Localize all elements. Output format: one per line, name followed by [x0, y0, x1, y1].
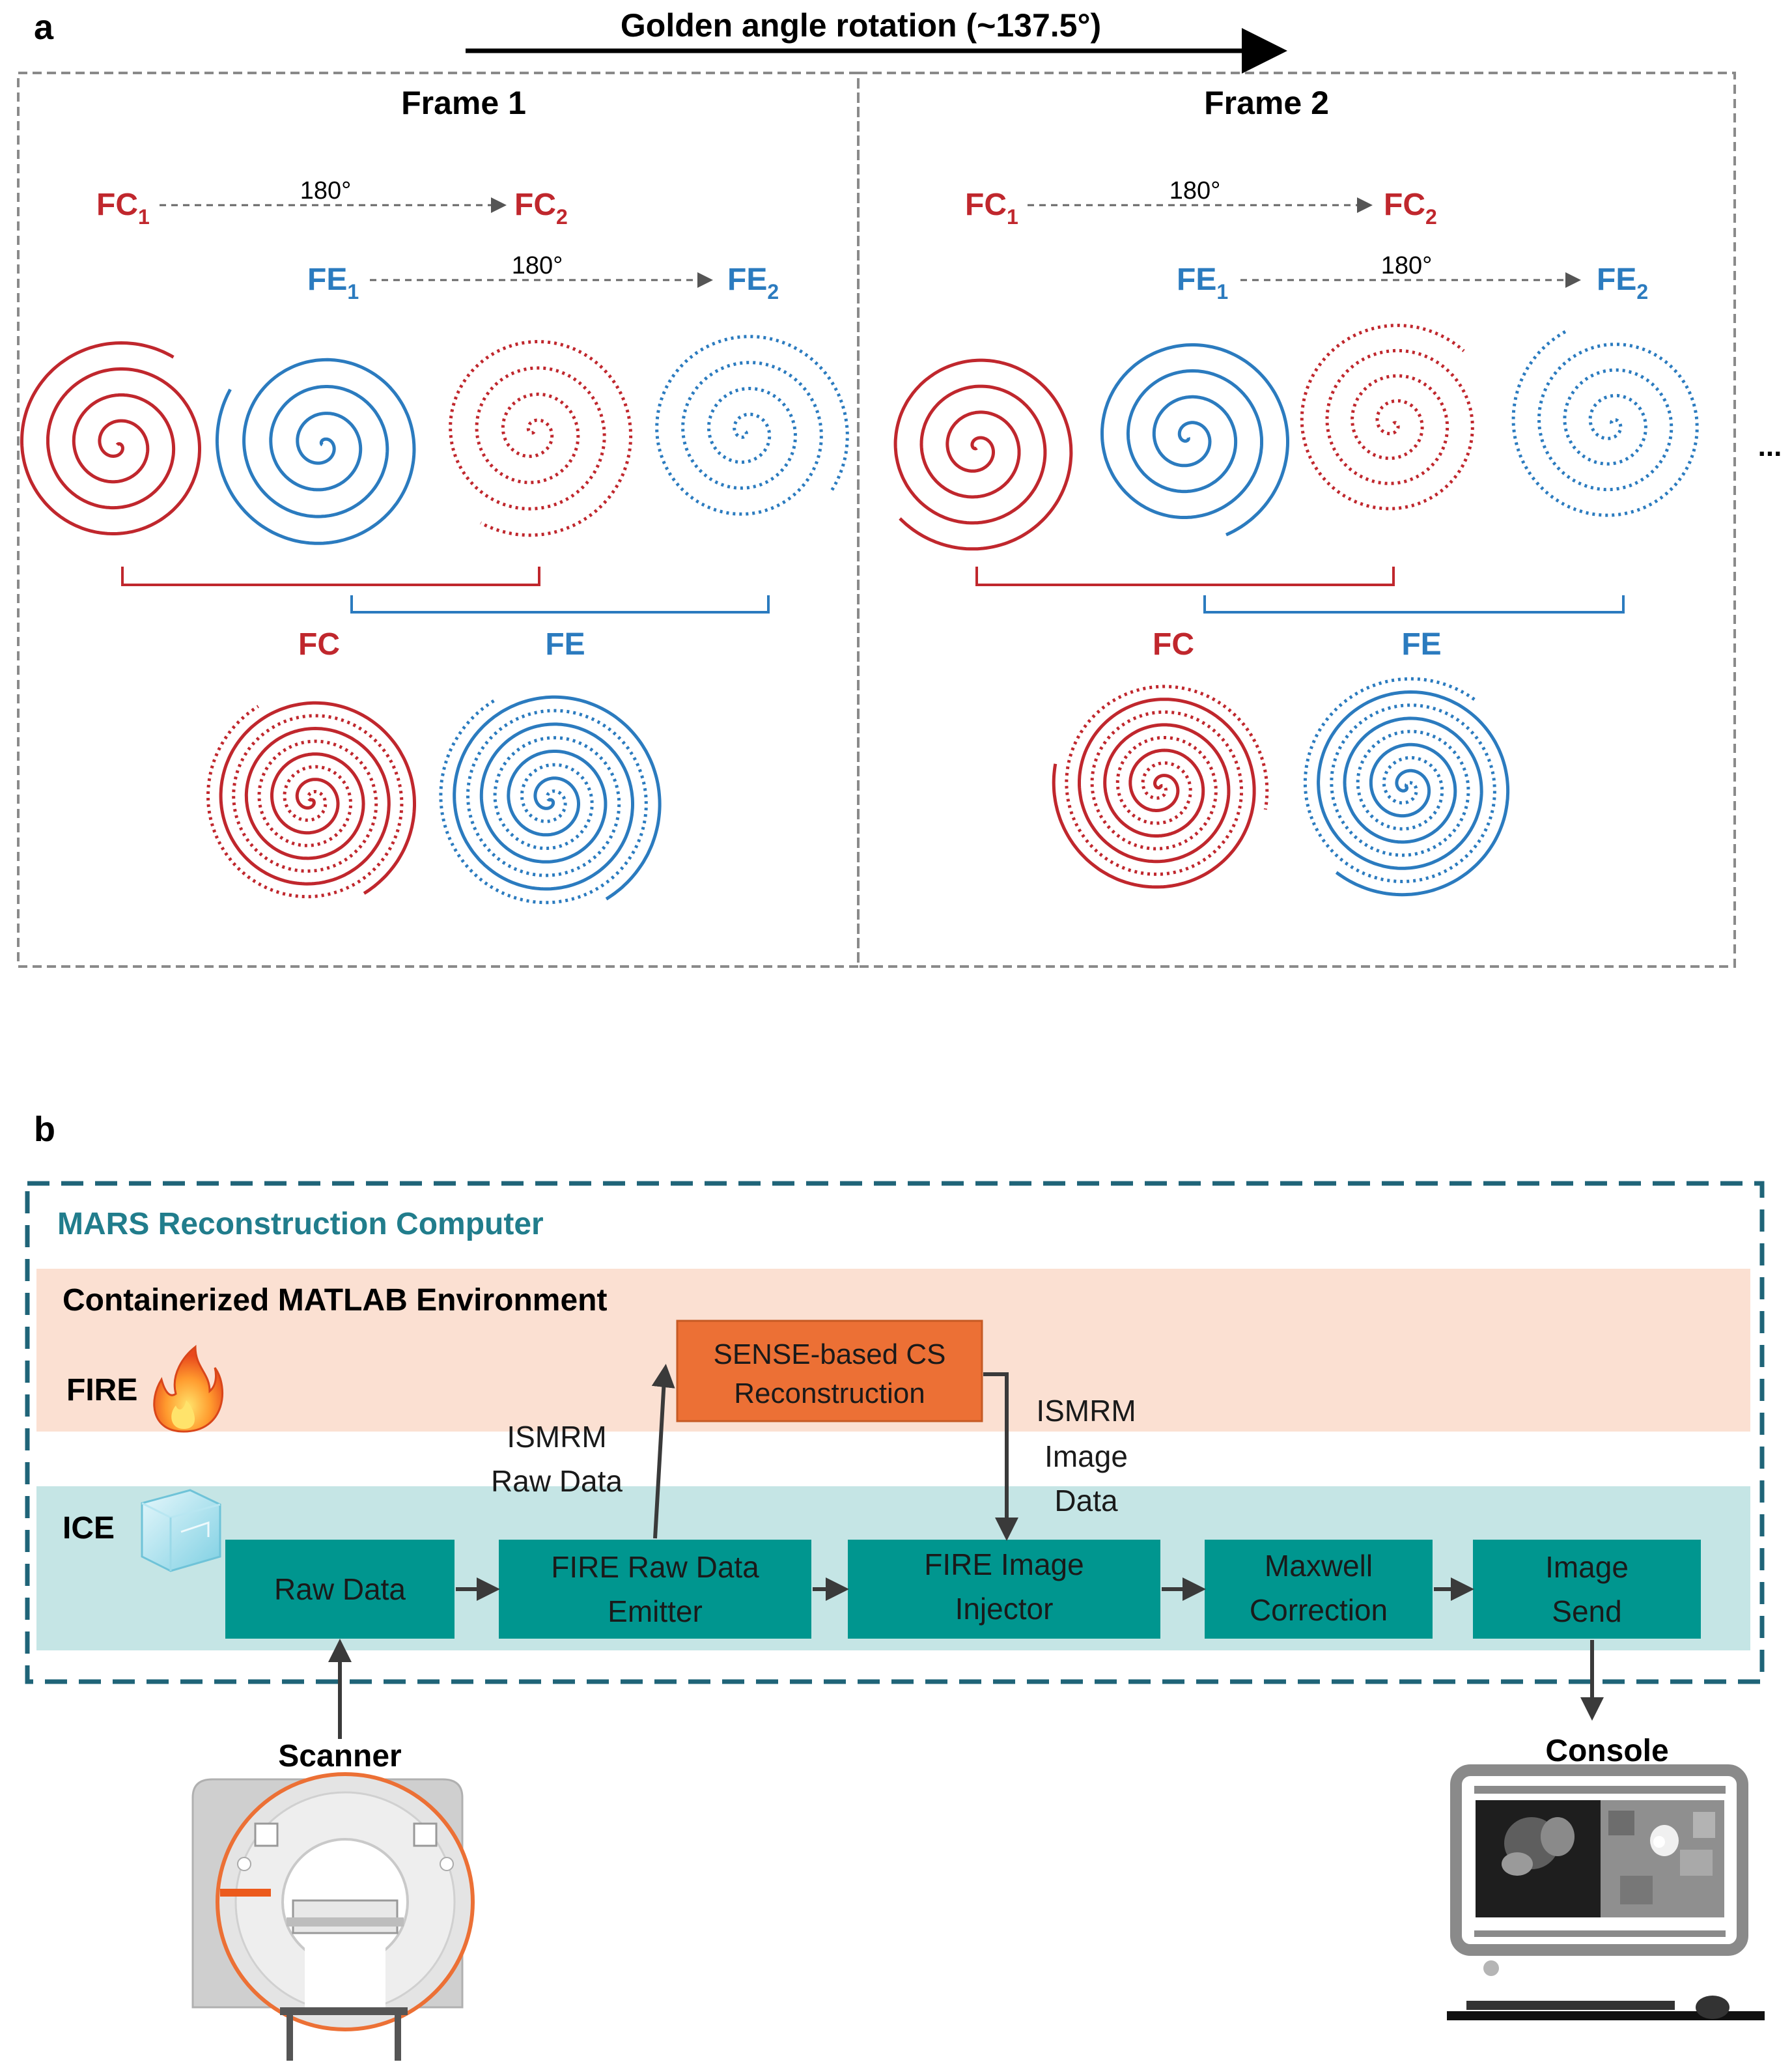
fire-image-injector-block [848, 1540, 1160, 1639]
pipeline-arrows [328, 1364, 1604, 1739]
fc2-spiral [449, 340, 633, 537]
arrow-emitter-to-sense [651, 1364, 675, 1539]
frame-2-title: Frame 2 [1204, 85, 1329, 121]
computer-title: MARS Reconstruction Computer [57, 1207, 544, 1241]
panel-b: b MARS Reconstruction Computer Container… [25, 1110, 1765, 2061]
sense-cs-reconstruction-block [676, 1320, 983, 1422]
fe-angle-label: 180° [512, 252, 563, 279]
panel-a-label: a [34, 8, 54, 47]
maxwell-block-line2: Correction [1250, 1593, 1388, 1627]
sense-block-line1: SENSE-based CS [713, 1338, 945, 1370]
ice-label: ICE [63, 1511, 115, 1546]
frame-1-title: Frame 1 [401, 85, 526, 121]
fc1-spiral [893, 358, 1073, 551]
fc2-label: FC2 [514, 188, 568, 229]
ismrm-image-data-label-line1: ISMRM [1036, 1394, 1136, 1428]
console-monitor-icon [1447, 1764, 1765, 2020]
ismrm-image-data-label-line3: Data [1054, 1484, 1118, 1518]
fe2-label: FE2 [727, 262, 779, 304]
fire-raw-data-emitter-block [499, 1540, 811, 1639]
golden-angle-label: Golden angle rotation (~137.5°) [621, 7, 1101, 44]
fe2-spiral [1511, 328, 1699, 517]
ismrm-raw-data-label-line1: ISMRM [507, 1420, 606, 1454]
fc-combined-spiral [1052, 685, 1269, 889]
sense-block-line2: Reconstruction [734, 1377, 925, 1409]
frame-1: Frame 1 FC1 180° FC2 FE1 180° FE2 FC FE [20, 85, 849, 905]
matlab-env-label: Containerized MATLAB Environment [63, 1283, 607, 1318]
fe-combined-label: FE [545, 627, 585, 662]
fe2-spiral [655, 335, 849, 516]
reconstruction-computer-box [25, 1181, 1765, 1684]
fe-combined-spiral [439, 695, 662, 905]
fc-combined-label: FC [298, 627, 340, 662]
console-label: Console [1545, 1734, 1668, 1768]
panel-b-label: b [34, 1110, 55, 1149]
fc1-label: FC1 [96, 188, 150, 229]
fc1-spiral [20, 341, 201, 535]
arrow-sense-to-injector [983, 1372, 1018, 1541]
fe-combined-spiral [1303, 677, 1510, 897]
frame-1-box [17, 72, 860, 968]
injector-block-line1: FIRE Image [924, 1547, 1084, 1581]
mri-scanner-icon [191, 1772, 475, 2061]
fc-angle-label: 180° [1169, 177, 1221, 205]
raw-data-block [225, 1540, 455, 1639]
fe-pair-bracket [1203, 595, 1625, 614]
ismrm-image-data-label-line2: Image [1044, 1439, 1128, 1473]
ismrm-raw-data-label-line2: Raw Data [491, 1464, 623, 1498]
continuation-ellipsis: ... [1758, 431, 1782, 462]
image-send-block-line1: Image [1545, 1550, 1629, 1584]
injector-block-line2: Injector [955, 1592, 1054, 1626]
fe1-label: FE1 [1177, 262, 1228, 304]
scanner-label: Scanner [278, 1739, 401, 1773]
fe-angle-label: 180° [1381, 252, 1433, 279]
fc-pair-bracket [975, 567, 1395, 586]
fc2-spiral [1300, 324, 1474, 511]
frame-2: Frame 2 FC1 180° FC2 FE1 180° FE2 FC FE [893, 85, 1699, 897]
maxwell-block-line1: Maxwell [1265, 1549, 1373, 1583]
raw-data-block-text: Raw Data [274, 1572, 406, 1606]
fe1-spiral [1100, 343, 1289, 537]
flame-icon [153, 1344, 223, 1433]
fe2-label: FE2 [1597, 262, 1648, 304]
emitter-block-line2: Emitter [608, 1594, 703, 1628]
fc2-label: FC2 [1384, 188, 1437, 229]
fe-combined-label: FE [1401, 627, 1441, 662]
maxwell-correction-block [1205, 1540, 1433, 1639]
emitter-block-line1: FIRE Raw Data [551, 1550, 759, 1584]
image-send-block [1473, 1540, 1701, 1639]
fc-combined-spiral [206, 701, 416, 899]
image-send-block-line2: Send [1552, 1594, 1621, 1628]
fc1-label: FC1 [965, 188, 1018, 229]
fc-pair-bracket [121, 567, 540, 586]
fe-pair-bracket [350, 595, 770, 614]
ice-cube-icon [141, 1489, 221, 1572]
fc-angle-label: 180° [300, 177, 352, 205]
fire-label: FIRE [66, 1373, 137, 1407]
frame-2-box [857, 72, 1736, 968]
fe1-label: FE1 [307, 262, 359, 304]
fc-combined-label: FC [1153, 627, 1194, 662]
panel-a: a Golden angle rotation (~137.5°) ... Fr… [17, 7, 1782, 968]
fe1-spiral [215, 358, 416, 545]
